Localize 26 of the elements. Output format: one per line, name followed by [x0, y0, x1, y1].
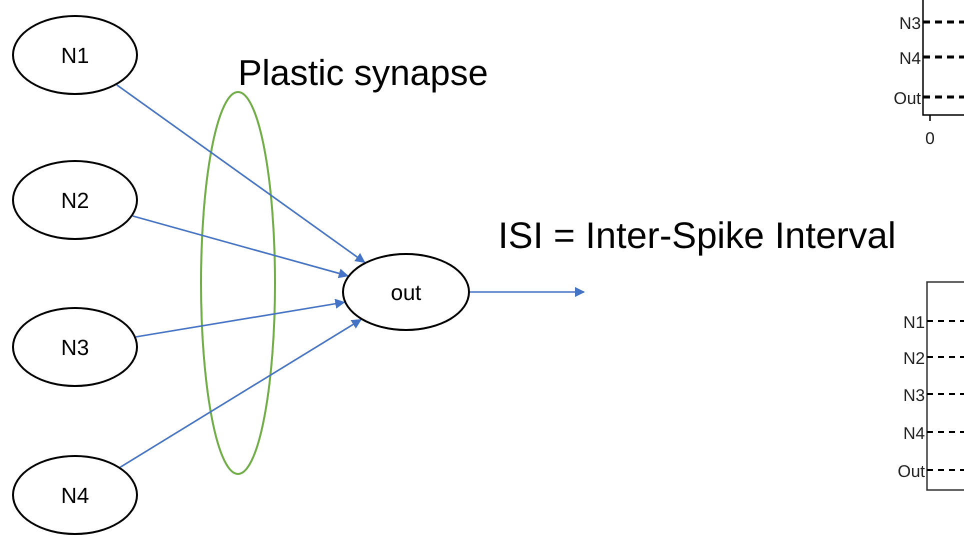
row-label: N3 [899, 13, 921, 35]
node-label: out [390, 278, 422, 306]
row-label: N2 [903, 348, 925, 370]
neuron-ellipse [12, 307, 138, 387]
neuron-ellipse [12, 455, 138, 535]
row-label: N4 [903, 423, 925, 445]
arrow [116, 84, 366, 263]
arrow [136, 298, 346, 338]
neuron-ellipse [12, 15, 138, 95]
arrow [132, 215, 349, 278]
node-label: N4 [60, 482, 90, 510]
node-label: N3 [60, 334, 90, 362]
neuron-ellipse [12, 160, 138, 240]
definition-text: ISI = Inter-Spike Interval [498, 214, 896, 258]
arrow [470, 287, 585, 297]
node-label: N1 [60, 42, 90, 70]
row-label: N3 [903, 385, 925, 407]
row-label: Out [898, 461, 925, 483]
row-label: Out [894, 88, 921, 110]
neuron-ellipse [342, 253, 470, 331]
node-label: N2 [60, 186, 90, 214]
arrow [120, 318, 362, 468]
row-label: N4 [899, 48, 921, 70]
synapse-label: Plastic synapse [238, 51, 488, 95]
axis-tick-label: 0 [925, 128, 935, 150]
row-label: N1 [903, 312, 925, 334]
